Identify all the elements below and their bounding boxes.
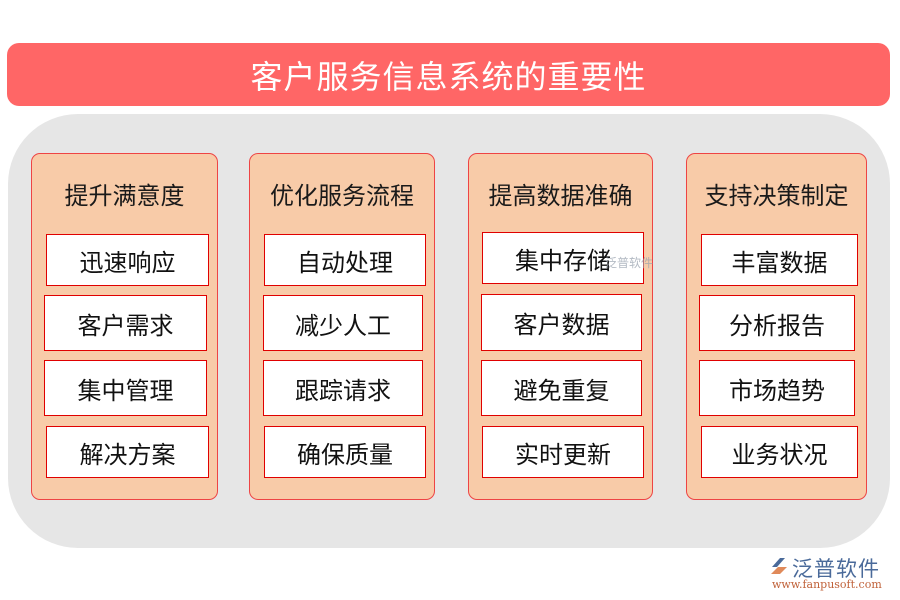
- logo-url: www.fanpusoft.com: [772, 578, 882, 591]
- title-bar: 客户服务信息系统的重要性: [7, 43, 890, 106]
- item-box: 市场趋势: [699, 360, 855, 416]
- item-box: 确保质量: [264, 426, 426, 478]
- item-box: 客户数据: [481, 294, 642, 351]
- item-box: 迅速响应: [46, 234, 209, 286]
- fanpu-logo: 泛普软件 www.fanpusoft.com: [768, 553, 892, 593]
- item-box: 解决方案: [46, 426, 209, 478]
- column-title: 提高数据准确: [488, 182, 633, 210]
- item-box: 客户需求: [44, 295, 207, 351]
- item-box: 业务状况: [701, 426, 858, 478]
- item-box: 实时更新: [482, 426, 644, 478]
- page-title: 客户服务信息系统的重要性: [250, 57, 647, 96]
- item-box: 减少人工: [263, 295, 423, 351]
- fanpu-logo-icon: [771, 558, 787, 574]
- column-title: 提升满意度: [64, 182, 185, 210]
- item-box: 集中存储: [482, 232, 644, 284]
- column-title: 优化服务流程: [270, 182, 414, 210]
- item-box: 集中管理: [44, 360, 207, 416]
- item-box: 自动处理: [264, 234, 426, 286]
- logo-name: 泛普软件: [792, 557, 880, 581]
- item-box: 跟踪请求: [263, 360, 423, 416]
- watermark: 泛普软件: [605, 256, 654, 270]
- item-box: 分析报告: [699, 295, 855, 351]
- column-title: 支持决策制定: [704, 182, 849, 210]
- item-box: 丰富数据: [701, 234, 858, 286]
- item-box: 避免重复: [481, 360, 642, 416]
